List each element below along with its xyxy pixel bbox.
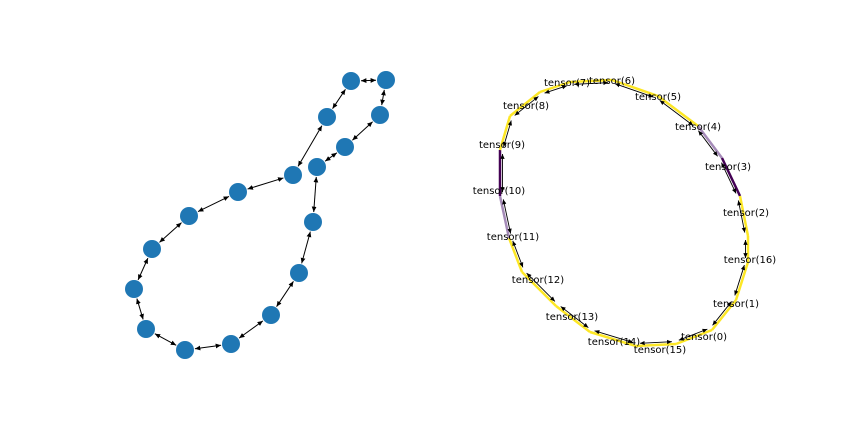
right-graph-labels: tensor(6) tensor(7) tensor(5) tensor(8) … [473,76,776,356]
left-edge [332,89,346,109]
right-edge-arrow [574,80,609,87]
right-graph-edges [498,78,750,348]
left-edge [197,195,230,213]
right-graph: tensor(6) tensor(7) tensor(5) tensor(8) … [473,76,776,356]
node-label-tensor-5: tensor(5) [635,92,681,103]
right-edge-arrow [734,264,746,296]
left-node-16 [318,108,336,126]
right-edge-weight [734,261,750,301]
left-node-15 [284,166,302,184]
right-edge-arrow [737,200,746,233]
left-edge [194,343,222,351]
node-label-tensor-14: tensor(14) [588,337,640,348]
left-node-11 [125,280,143,298]
right-edge-arrow [639,339,672,346]
right-edge-arrow [698,130,718,157]
left-graph [125,71,395,359]
left-node-4 [308,158,326,176]
left-edge [137,257,149,281]
left-node-9 [176,341,194,359]
node-label-tensor-16: tensor(16) [724,255,776,266]
node-label-tensor-2: tensor(2) [723,208,769,219]
left-node-13 [180,207,198,225]
left-graph-nodes [125,71,395,359]
left-edge [300,231,312,264]
right-edge-arrow [659,100,694,126]
node-label-tensor-11: tensor(11) [487,232,539,243]
right-edge-arrow [512,240,524,268]
left-node-6 [290,264,308,282]
left-edge [380,89,386,106]
right-edge-arrow [560,306,589,328]
left-node-5 [304,213,322,231]
node-label-tensor-1: tensor(1) [713,299,759,310]
node-label-tensor-10: tensor(10) [473,186,525,197]
right-edge-arrow [514,96,539,116]
left-node-14 [229,183,247,201]
node-label-tensor-3: tensor(3) [705,162,751,173]
left-edge [352,121,373,141]
node-label-tensor-4: tensor(4) [675,122,721,133]
left-edge [159,222,182,243]
left-edge [276,281,294,307]
right-edge-arrow [721,162,737,194]
right-edge-arrow [502,199,512,234]
left-node-7 [262,306,280,324]
node-label-tensor-12: tensor(12) [512,275,564,286]
right-edge-arrow [594,330,634,344]
node-label-tensor-13: tensor(13) [546,312,598,323]
right-edge-arrow [678,328,708,341]
right-edge-arrow [712,301,732,326]
node-label-tensor-7: tensor(7) [544,78,590,89]
right-edge-weight [507,237,524,273]
left-edge [324,152,338,162]
left-edge [136,298,144,320]
node-label-tensor-0: tensor(0) [681,332,727,343]
left-node-0 [342,72,360,90]
left-node-12 [143,240,161,258]
node-label-tensor-15: tensor(15) [634,345,686,356]
left-edge [154,333,177,346]
node-label-tensor-9: tensor(9) [479,140,525,151]
left-node-8 [222,335,240,353]
right-edge-arrow [526,272,556,302]
left-edge [311,176,319,213]
left-node-3 [336,138,354,156]
left-graph-edges [136,78,386,351]
right-edge-arrow [544,85,568,94]
left-node-2 [371,106,389,124]
left-node-1 [377,71,395,89]
right-edge-arrow [614,83,654,98]
left-edge [297,125,323,167]
left-node-10 [137,320,155,338]
right-edge-arrow [502,120,512,147]
left-edge [247,177,284,190]
left-edge [238,320,264,339]
node-label-tensor-8: tensor(8) [503,101,549,112]
node-label-tensor-6: tensor(6) [589,76,635,87]
